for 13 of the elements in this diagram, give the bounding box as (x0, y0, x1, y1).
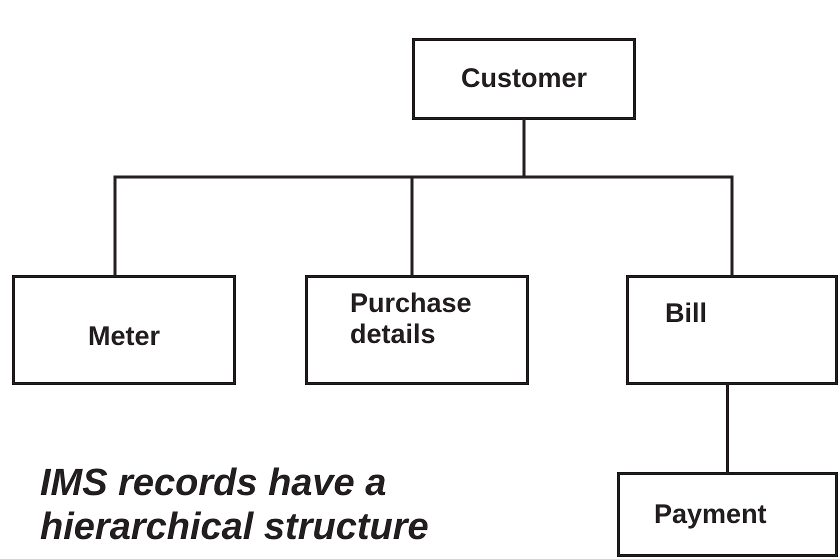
record-box (626, 275, 838, 385)
connector-line (726, 385, 729, 472)
record-label: Meter (88, 321, 160, 353)
record-label: Bill (665, 298, 708, 330)
record-box (12, 275, 236, 385)
record-label: Purchase details (350, 288, 473, 350)
record-box (305, 275, 529, 385)
record-box (412, 38, 636, 120)
record-label: Payment (654, 498, 767, 530)
record-label: Customer (460, 63, 588, 95)
connector-line (522, 120, 734, 275)
caption-note: IMS records have a hierarchical structure (40, 462, 430, 550)
record-box (617, 472, 838, 557)
